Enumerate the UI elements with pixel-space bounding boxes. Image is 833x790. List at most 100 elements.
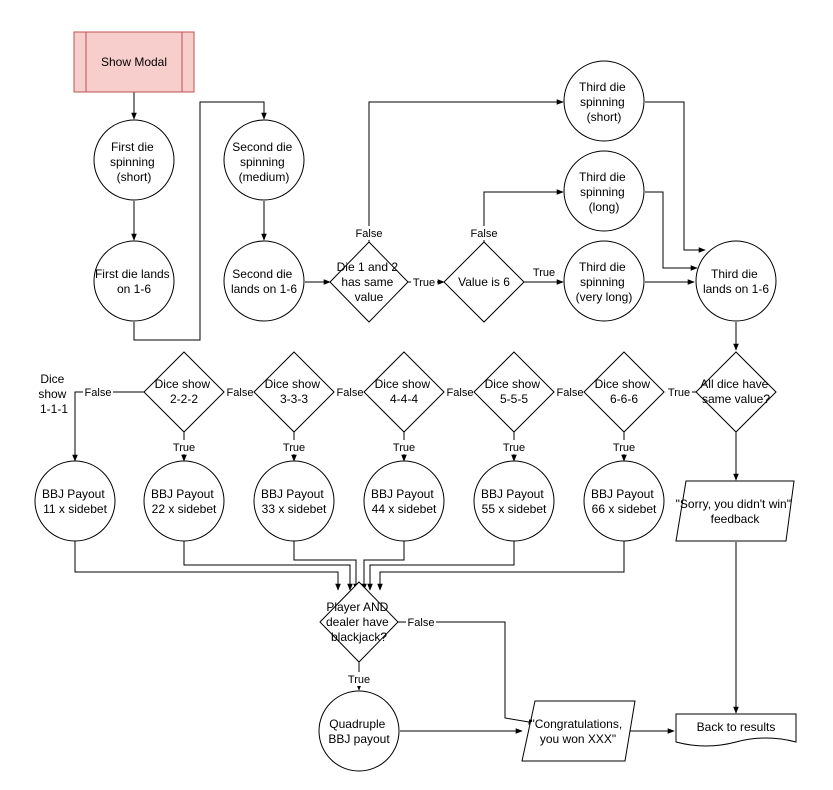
label-true-555: True <box>501 440 527 454</box>
edge-label-true: True <box>613 442 635 454</box>
edge-label-true: True <box>393 442 415 454</box>
label-true-all-same: True <box>666 385 692 399</box>
edge-short-to-third-lands <box>645 101 706 253</box>
player-dealer-bj-decision: Player AND dealer have blackjack? <box>319 581 399 663</box>
third-die-very-long-label: Third die spinning (very long) <box>576 260 633 304</box>
back-to-results-label: Back to results <box>697 720 776 734</box>
edge-label-true: True <box>283 442 305 454</box>
first-die-spinning-node: First die spinning (short) <box>93 119 175 201</box>
edge-label-false: False <box>447 387 474 399</box>
edge-long-to-third-lands <box>645 191 698 271</box>
edge-payout66-to-bj <box>377 541 625 591</box>
second-die-lands-node: Second die lands on 1-6 <box>223 240 305 322</box>
edge-label-false: False <box>85 387 112 399</box>
edge-label-false: False <box>337 387 364 399</box>
die-same-value-label: Die 1 and 2 has same value <box>337 260 402 304</box>
dice-show-222-decision: Dice show 2-2-2 <box>143 351 225 433</box>
edge-first-lands-to-second-spin <box>133 101 267 341</box>
payout-11-label: BBJ Payout 11 x sidebet <box>42 487 108 516</box>
edge-label-true: True <box>533 267 555 279</box>
label-false-666: False <box>555 385 585 399</box>
payout-22-node: BBJ Payout 22 x sidebet <box>143 460 225 542</box>
label-false-555: False <box>445 385 475 399</box>
dice-show-444-decision: Dice show 4-4-4 <box>363 351 445 433</box>
show-modal-label: Show Modal <box>101 55 167 69</box>
label-false-444: False <box>335 385 365 399</box>
label-false-value6: False <box>469 226 499 240</box>
label-true-666: True <box>611 440 637 454</box>
dice-show-111-text: Dice show 1-1-1 <box>38 372 69 416</box>
congrats-node: "Congratulations, you won XXX" <box>521 700 636 762</box>
dice-show-555-decision: Dice show 5-5-5 <box>473 351 555 433</box>
payout-44-node: BBJ Payout 44 x sidebet <box>363 460 445 542</box>
edge-bj-false <box>398 621 536 725</box>
dice-show-666-label: Dice show 6-6-6 <box>595 377 654 406</box>
payout-44-label: BBJ Payout 44 x sidebet <box>371 487 437 516</box>
edge-value6-false <box>483 189 564 242</box>
label-true-bj: True <box>346 672 372 686</box>
first-die-spinning-label: First die spinning (short) <box>110 140 158 184</box>
dice-show-555-label: Dice show 5-5-5 <box>485 377 544 406</box>
label-false-333: False <box>225 385 255 399</box>
payout-33-label: BBJ Payout 33 x sidebet <box>261 487 327 516</box>
edge-label-false: False <box>557 387 584 399</box>
edge-label-true: True <box>668 387 690 399</box>
edge-label-true: True <box>173 442 195 454</box>
label-true-value6: True <box>531 265 557 279</box>
label-true-444: True <box>391 440 417 454</box>
edge-payout11-to-bj <box>74 541 341 591</box>
nodes: Show Modal First die spinning (short) Fi… <box>34 31 797 772</box>
edge-label-false: False <box>408 617 435 629</box>
edge-222-false <box>72 391 144 462</box>
payout-11-node: BBJ Payout 11 x sidebet <box>34 460 116 542</box>
edge-payout33-to-bj <box>293 541 359 591</box>
payout-66-node: BBJ Payout 66 x sidebet <box>583 460 665 542</box>
edge-payout44-to-bj <box>361 541 405 591</box>
value-is-6-decision: Value is 6 <box>443 241 525 323</box>
payout-55-label: BBJ Payout 55 x sidebet <box>481 487 547 516</box>
third-die-very-long-node: Third die spinning (very long) <box>563 240 645 322</box>
dice-show-666-decision: Dice show 6-6-6 <box>583 351 665 433</box>
second-die-lands-label: Second die lands on 1-6 <box>231 267 297 296</box>
third-die-lands-label: Third die lands on 1-6 <box>703 267 769 296</box>
quadruple-payout-node: Quadruple BBJ payout <box>318 690 400 772</box>
all-dice-same-label: All dice have same value? <box>700 377 771 406</box>
label-false-bj: False <box>406 615 436 629</box>
third-die-short-label: Third die spinning (short) <box>579 80 629 124</box>
dice-show-222-label: Dice show 2-2-2 <box>155 377 214 406</box>
first-die-lands-node: First die lands on 1-6 <box>93 240 175 322</box>
payout-66-label: BBJ Payout 66 x sidebet <box>591 487 657 516</box>
edge-label-true: True <box>503 442 525 454</box>
label-false-same-value: False <box>354 226 384 240</box>
die-same-value-decision: Die 1 and 2 has same value <box>329 241 409 323</box>
third-die-long-label: Third die spinning (long) <box>579 170 629 214</box>
edge-label-false: False <box>227 387 254 399</box>
payout-55-node: BBJ Payout 55 x sidebet <box>473 460 555 542</box>
dice-show-333-decision: Dice show 3-3-3 <box>253 351 335 433</box>
second-die-spinning-node: Second die spinning (medium) <box>223 119 305 201</box>
edge-same-value-false <box>368 99 564 242</box>
payout-33-node: BBJ Payout 33 x sidebet <box>253 460 335 542</box>
edge-payout55-to-bj <box>367 541 515 591</box>
show-modal-node: Show Modal <box>73 31 195 93</box>
back-to-results-node: Back to results <box>675 713 797 747</box>
second-die-spinning-label: Second die spinning (medium) <box>232 140 295 184</box>
sorry-feedback-label: "Sorry, you didn't win" feedback <box>676 497 795 526</box>
third-die-long-node: Third die spinning (long) <box>563 150 645 232</box>
label-true-same-value: True <box>411 275 437 289</box>
third-die-short-node: Third die spinning (short) <box>563 60 645 142</box>
edge-payout22-to-bj <box>183 541 353 591</box>
value-is-6-label: Value is 6 <box>458 275 510 289</box>
third-die-lands-node: Third die lands on 1-6 <box>695 240 777 322</box>
label-false-222: False <box>83 385 113 399</box>
edge-labels: True False True False True False False <box>83 226 692 686</box>
label-true-222: True <box>171 440 197 454</box>
label-true-333: True <box>281 440 307 454</box>
dice-show-111-label: Dice show 1-1-1 <box>38 372 69 416</box>
edge-label-true: True <box>413 277 435 289</box>
player-dealer-bj-label: Player AND dealer have blackjack? <box>326 600 392 644</box>
sorry-feedback-node: "Sorry, you didn't win" feedback <box>675 480 795 542</box>
dice-show-333-label: Dice show 3-3-3 <box>265 377 324 406</box>
congrats-label: "Congratulations, you won XXX" <box>531 717 626 746</box>
